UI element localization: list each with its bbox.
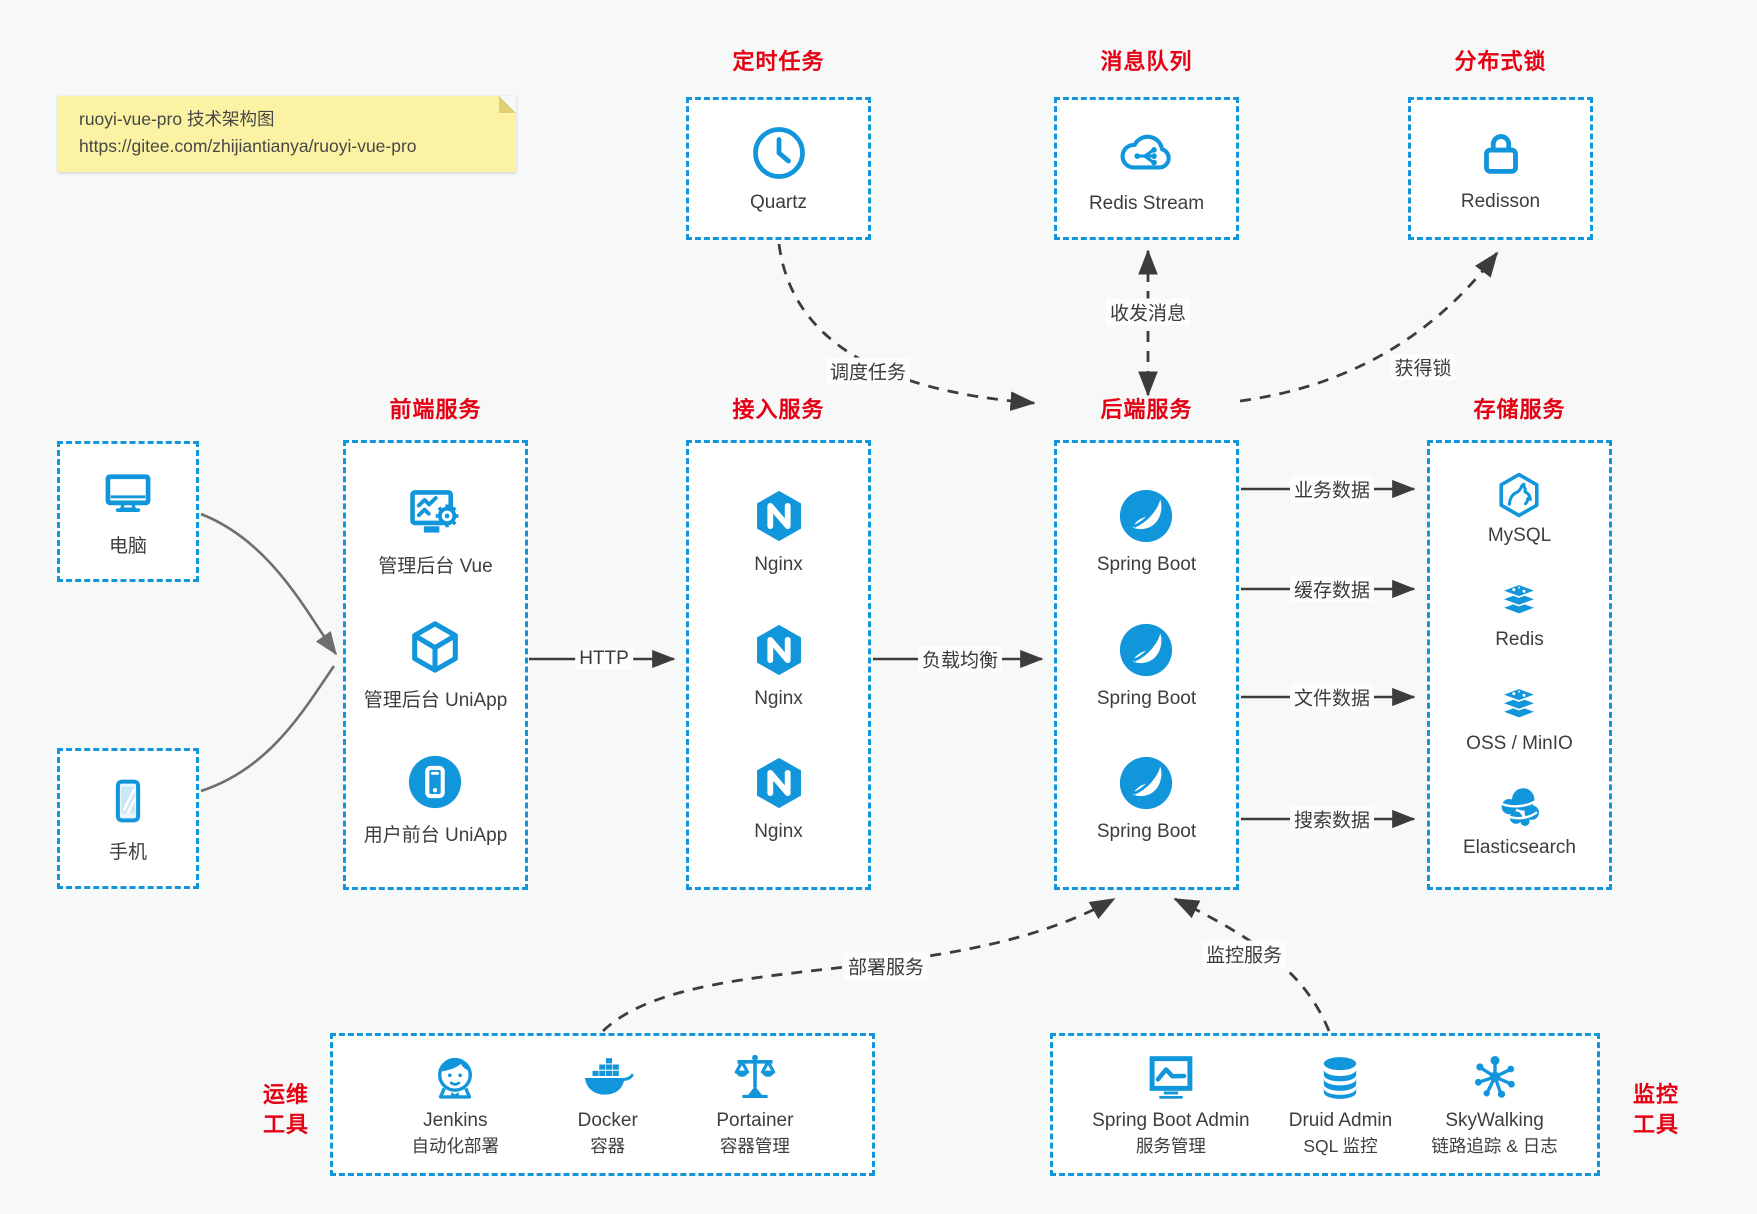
box-storage: MySQL Redis OSS / MinIO Elasticsearch xyxy=(1427,440,1612,890)
box-access: Nginx Nginx Nginx xyxy=(686,440,871,890)
redis-icon xyxy=(1495,575,1543,623)
admin-vue-icon xyxy=(406,484,464,542)
note-url: https://gitee.com/zhijiantianya/ruoyi-vu… xyxy=(79,136,417,157)
cloud-share-icon xyxy=(1115,122,1177,184)
item-name: Druid Admin xyxy=(1288,1110,1393,1131)
edge-label-acquire-lock: 获得锁 xyxy=(1390,353,1456,381)
item-name: Quartz xyxy=(749,192,808,213)
nginx-icon xyxy=(750,621,808,679)
item-name: Portainer xyxy=(716,1110,794,1131)
group-label-storage: 存储服务 xyxy=(1473,397,1566,422)
clock-icon xyxy=(749,123,809,183)
jenkins-icon xyxy=(428,1051,482,1105)
item-name: 管理后台 Vue xyxy=(378,555,493,577)
mysql-icon xyxy=(1495,471,1543,519)
edge-label-schedule: 调度任务 xyxy=(825,357,911,385)
docker-icon xyxy=(581,1051,635,1105)
edge-label-monitor: 监控服务 xyxy=(1201,940,1287,968)
group-label-distributed-lock: 分布式锁 xyxy=(1454,49,1547,74)
item-name: Spring Boot xyxy=(1096,554,1197,576)
edge-label-load-balance: 负载均衡 xyxy=(917,645,1003,673)
app-phone-icon xyxy=(406,753,464,811)
item-name: Nginx xyxy=(754,820,803,842)
cube-icon xyxy=(406,618,464,676)
spring-boot-admin-icon xyxy=(1144,1051,1198,1105)
elasticsearch-icon xyxy=(1496,783,1544,831)
item-name: Redis Stream xyxy=(1088,193,1205,214)
box-frontend: 管理后台 Vue 管理后台 UniApp 用户前台 UniApp xyxy=(343,440,528,890)
desktop-icon xyxy=(100,466,156,522)
item-sub: 自动化部署 xyxy=(411,1136,500,1156)
edge-label-search-data: 搜索数据 xyxy=(1289,805,1375,833)
item-sub: 链路追踪 & 日志 xyxy=(1431,1136,1558,1156)
note-title: ruoyi-vue-pro 技术架构图 xyxy=(79,109,275,129)
druid-icon xyxy=(1313,1051,1367,1105)
lock-icon xyxy=(1472,124,1530,182)
item-name: Jenkins xyxy=(423,1110,488,1131)
item-name: Elasticsearch xyxy=(1463,837,1576,858)
edge-label-deploy: 部署服务 xyxy=(843,952,929,980)
edge-label-biz-data: 业务数据 xyxy=(1289,475,1375,503)
spring-icon xyxy=(1117,621,1175,679)
nginx-icon xyxy=(750,754,808,812)
item-name: Redis xyxy=(1495,629,1544,650)
spring-icon xyxy=(1117,754,1175,812)
item-name: Spring Boot xyxy=(1096,820,1197,842)
item-name: Nginx xyxy=(754,687,803,709)
item-name: Nginx xyxy=(754,554,803,576)
edge-acquire-lock-line xyxy=(1239,251,1499,403)
oss-icon xyxy=(1495,679,1543,727)
item-name: Redisson xyxy=(1460,191,1541,212)
edge-schedule-line xyxy=(777,243,1036,411)
edge-label-cache-data: 缓存数据 xyxy=(1289,575,1375,603)
group-label-access: 接入服务 xyxy=(732,397,825,422)
item-name: Spring Boot xyxy=(1096,687,1197,709)
group-label-message-queue: 消息队列 xyxy=(1100,49,1193,74)
device-label: 手机 xyxy=(108,841,147,863)
item-name: SkyWalking xyxy=(1445,1110,1544,1131)
spring-icon xyxy=(1117,487,1175,545)
edge-label-message: 收发消息 xyxy=(1105,298,1191,326)
box-scheduled-task: Quartz xyxy=(686,97,871,240)
edge-label-http: HTTP xyxy=(575,648,633,670)
nginx-icon xyxy=(750,487,808,545)
box-computer: 电脑 xyxy=(57,441,199,582)
device-label: 电脑 xyxy=(108,535,147,557)
edge-computer-to-frontend xyxy=(200,512,338,656)
item-name: Spring Boot Admin xyxy=(1092,1110,1250,1131)
box-phone: 手机 xyxy=(57,748,199,889)
phone-icon xyxy=(101,774,155,828)
item-sub: SQL 监控 xyxy=(1303,1136,1378,1156)
item-sub: 容器管理 xyxy=(719,1136,790,1156)
group-label-ops-tools: 运维 工具 xyxy=(262,1082,309,1137)
item-name: 用户前台 UniApp xyxy=(363,824,508,846)
box-ops-tools: Jenkins 自动化部署 Docker 容器 Portainer 容器管理 xyxy=(330,1033,875,1176)
group-label-backend: 后端服务 xyxy=(1100,397,1193,422)
item-name: MySQL xyxy=(1487,525,1552,546)
box-backend: Spring Boot Spring Boot Spring Boot xyxy=(1054,440,1239,890)
group-label-frontend: 前端服务 xyxy=(389,397,482,422)
item-name: 管理后台 UniApp xyxy=(363,690,508,711)
skywalking-icon xyxy=(1468,1051,1522,1105)
box-message-queue: Redis Stream xyxy=(1054,97,1239,240)
group-label-scheduled-task: 定时任务 xyxy=(732,49,825,74)
box-monitor-tools: Spring Boot Admin 服务管理 Druid Admin SQL 监… xyxy=(1050,1033,1600,1176)
item-name: Docker xyxy=(577,1110,638,1131)
portainer-icon xyxy=(728,1051,782,1105)
group-label-monitor-tools: 监控 工具 xyxy=(1632,1082,1679,1137)
box-distributed-lock: Redisson xyxy=(1408,97,1593,240)
item-sub: 容器 xyxy=(590,1136,626,1156)
edge-phone-to-frontend xyxy=(200,665,336,793)
sticky-note: ruoyi-vue-pro 技术架构图 https://gitee.com/zh… xyxy=(58,96,516,172)
item-sub: 服务管理 xyxy=(1135,1136,1206,1156)
item-name: OSS / MinIO xyxy=(1466,733,1573,754)
edge-label-file-data: 文件数据 xyxy=(1289,683,1375,711)
